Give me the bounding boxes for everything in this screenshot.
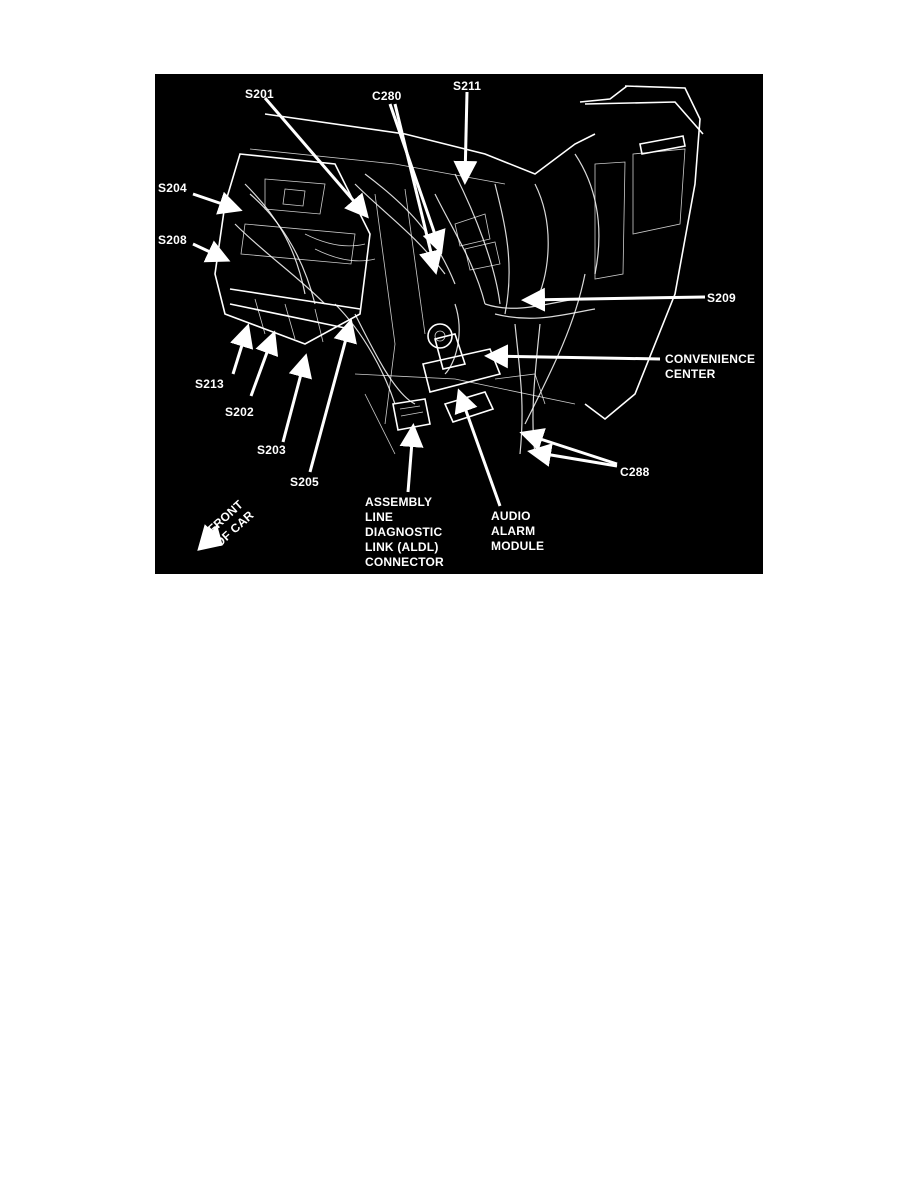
arrow-aldl-connector [399, 423, 424, 493]
arrow-s203 [281, 353, 312, 443]
label-c280: C280 [372, 89, 402, 103]
label-aldl-line-4: LINK (ALDL) [365, 540, 439, 554]
arrow-c288-b [527, 443, 618, 468]
label-convenience-center-line-1: CONVENIENCE [665, 352, 755, 366]
instrument-panel-structure [214, 85, 704, 455]
arrow-s209 [521, 287, 706, 312]
component-labels: S201 C280 S211 S204 S208 S209 CONVENIENC… [158, 79, 755, 569]
arrow-s211 [453, 91, 478, 185]
arrow-s204 [192, 191, 243, 215]
label-s202: S202 [225, 405, 254, 419]
label-s203: S203 [257, 443, 286, 457]
label-c288: C288 [620, 465, 650, 479]
label-convenience-center-line-2: CENTER [665, 367, 716, 381]
label-audio-alarm-line-2: ALARM [491, 524, 535, 538]
front-of-car-arrow-icon [197, 524, 223, 551]
label-s205: S205 [290, 475, 319, 489]
arrow-convenience-center [484, 344, 661, 369]
label-aldl-line-5: CONNECTOR [365, 555, 444, 569]
label-s208: S208 [158, 233, 187, 247]
arrow-c280-a [388, 103, 446, 255]
wiring-component-locator-diagram: S201 C280 S211 S204 S208 S209 CONVENIENC… [155, 74, 763, 574]
label-aldl-line-1: ASSEMBLY [365, 495, 432, 509]
label-s209: S209 [707, 291, 736, 305]
label-aldl-line-2: LINE [365, 510, 393, 524]
arrow-audio-alarm-module [454, 388, 502, 507]
label-audio-alarm-line-3: MODULE [491, 539, 544, 553]
callout-arrows [192, 91, 706, 507]
arrow-s208 [192, 240, 231, 263]
label-s213: S213 [195, 377, 224, 391]
label-s204: S204 [158, 181, 187, 195]
arrow-s202 [249, 330, 279, 397]
label-aldl-line-3: DIAGNOSTIC [365, 525, 442, 539]
arrow-s201 [263, 97, 369, 219]
arrow-c288-a [519, 428, 618, 466]
label-s201: S201 [245, 87, 274, 101]
label-s211: S211 [453, 79, 481, 93]
arrow-s213 [230, 323, 254, 375]
arrow-c280-b [393, 103, 443, 275]
arrow-s205 [308, 318, 357, 473]
label-audio-alarm-line-1: AUDIO [491, 509, 531, 523]
